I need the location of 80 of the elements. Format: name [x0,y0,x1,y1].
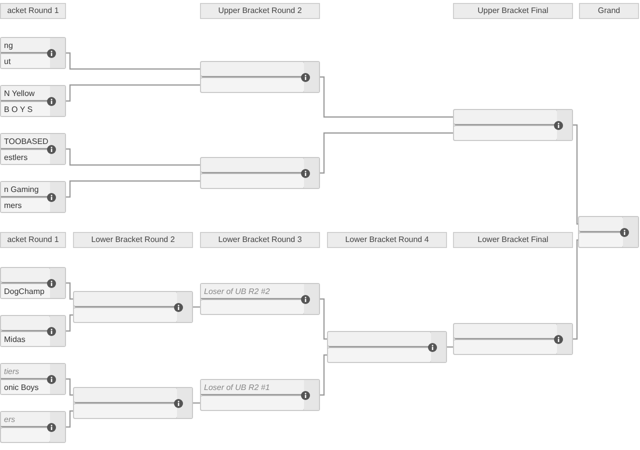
match-box [578,216,639,248]
team-slot: ers [1,412,50,427]
match-box [73,387,193,419]
empty-slot [74,307,177,322]
column-header: Lower Bracket Round 3 [200,232,320,248]
empty-slot [201,62,304,77]
team-slot: mers [1,197,50,212]
match-box [0,411,66,443]
match-box [0,363,66,395]
column-header: Lower Bracket Final [453,232,573,248]
empty-slot [328,347,431,362]
bracket-connector [66,314,73,332]
team-slot: Midas [1,331,50,346]
empty-slot [579,232,623,247]
bracket-connector [320,76,453,118]
empty-slot [74,388,177,403]
bracket-connector [447,346,453,348]
match-box [200,283,320,315]
match-box [73,291,193,323]
bracket-connector [573,239,578,340]
team-slot: B O Y S [1,101,50,116]
bracket-connector [193,402,200,404]
team-slot: Loser of UB R2 #2 [201,284,304,299]
bracket-connector [66,180,200,198]
column-header: Lower Bracket Round 2 [73,232,193,248]
column-header: Lower Bracket Round 4 [327,232,447,248]
match-box [327,331,447,363]
match-box [200,61,320,93]
empty-slot [1,316,50,331]
column-header: Upper Bracket Final [453,3,573,19]
match-box [0,315,66,347]
empty-slot [454,110,557,125]
empty-slot [74,292,177,307]
column-header: acket Round 1 [0,3,66,19]
team-slot: estlers [1,149,50,164]
match-box [200,157,320,189]
team-slot: TOOBASED [1,134,50,149]
match-box [0,181,66,213]
empty-slot [201,158,304,173]
match-box [453,109,573,141]
bracket-connector [66,52,200,70]
match-box [0,85,66,117]
empty-slot [328,332,431,347]
empty-slot [74,403,177,418]
match-box [200,379,320,411]
empty-slot [1,268,50,283]
team-slot: N Yellow [1,86,50,101]
bracket-connector [320,298,327,340]
empty-slot [201,299,304,314]
bracket-connector [320,132,453,174]
column-header: acket Round 1 [0,232,66,248]
team-slot: onic Boys [1,379,50,394]
bracket-connector [66,378,73,396]
bracket-connector [66,84,200,102]
bracket-connector [320,354,327,396]
team-slot: tiers [1,364,50,379]
bracket-connector [66,282,73,300]
team-slot: ut [1,53,50,68]
match-box [453,323,573,355]
column-header: Grand [579,3,639,19]
empty-slot [201,173,304,188]
empty-slot [201,77,304,92]
empty-slot [454,125,557,140]
bracket-connector [573,124,578,225]
team-slot: Loser of UB R2 #1 [201,380,304,395]
bracket-connector [66,410,73,428]
team-slot: n Gaming [1,182,50,197]
match-box [0,37,66,69]
team-slot: DogChamp [1,283,50,298]
team-slot: ng [1,38,50,53]
empty-slot [579,217,623,232]
bracket-connector [66,148,200,166]
empty-slot [201,395,304,410]
empty-slot [454,339,557,354]
bracket-connector [193,306,200,308]
empty-slot [1,427,50,442]
match-box [0,267,66,299]
column-header: Upper Bracket Round 2 [200,3,320,19]
empty-slot [454,324,557,339]
match-box [0,133,66,165]
